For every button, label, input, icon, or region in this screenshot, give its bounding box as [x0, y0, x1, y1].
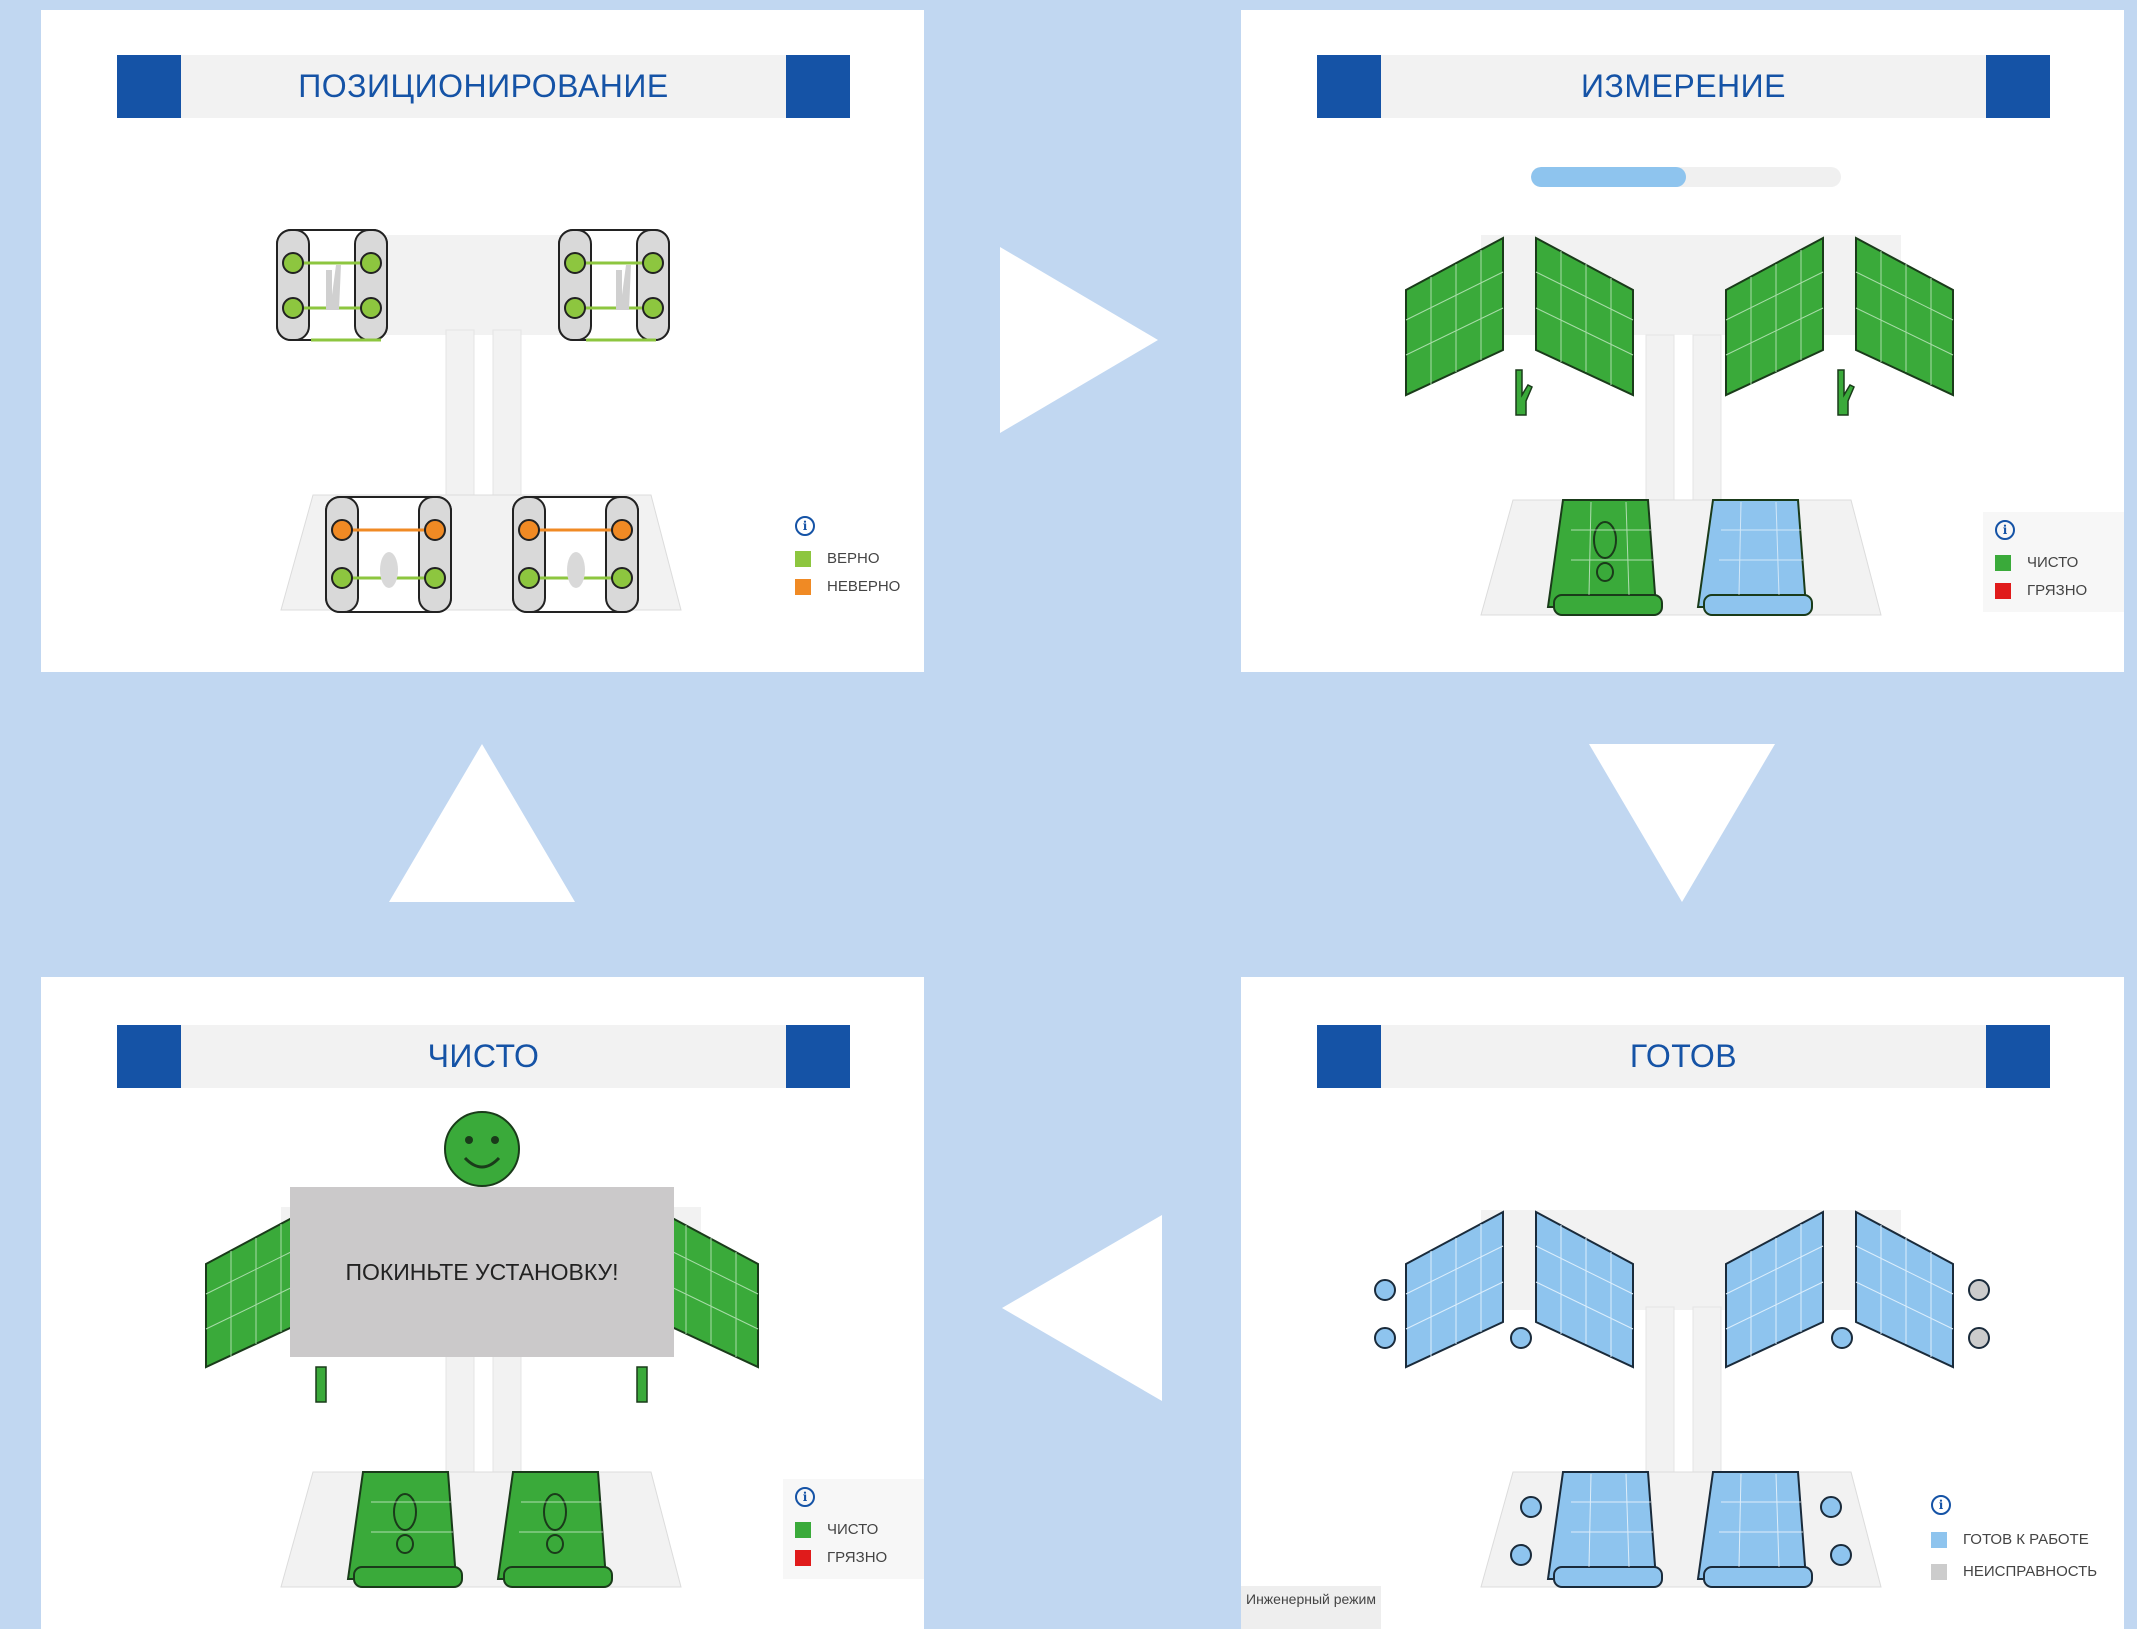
foot-icon	[543, 1493, 567, 1531]
leave-installation-dialog: ПОКИНЬТЕ УСТАНОВКУ!	[290, 1187, 674, 1357]
panel-header: ПОЗИЦИОНИРОВАНИЕ	[117, 55, 850, 118]
foot-sensor-left	[325, 496, 452, 613]
measurement-diagram	[1405, 235, 1954, 616]
foot-icon	[567, 552, 585, 588]
hand-icon	[1515, 369, 1533, 416]
hand-sensor-left	[276, 229, 388, 342]
hand-icon	[616, 265, 631, 310]
info-icon[interactable]: i	[795, 1487, 815, 1507]
panel-header: ИЗМЕРЕНИЕ	[1317, 55, 2050, 118]
arrow-left-icon	[1002, 1215, 1162, 1401]
hand-icon	[326, 265, 341, 310]
hand-sensor-right	[558, 229, 670, 342]
foot-icon	[380, 552, 398, 588]
positioning-diagram	[276, 229, 682, 613]
foot-sensor-right	[512, 496, 639, 613]
clean-panel: ЧИСТО	[41, 977, 924, 1629]
engineering-mode-button[interactable]: Инженерный режим	[1241, 1586, 1381, 1629]
panel-header: ЧИСТО	[117, 1025, 850, 1088]
legend-item: ВЕРНО	[795, 549, 880, 569]
legend-item: ЧИСТО	[795, 1520, 878, 1540]
legend: i ЧИСТО ГРЯЗНО	[1983, 512, 2124, 612]
ready-diagram	[1374, 1210, 1990, 1588]
arrow-up-icon	[389, 744, 575, 902]
panel-title: ПОЗИЦИОНИРОВАНИЕ	[298, 68, 669, 104]
legend-item: ГРЯЗНО	[795, 1548, 887, 1568]
legend-item: ГРЯЗНО	[1995, 581, 2087, 601]
arrow-right-icon	[1000, 247, 1158, 433]
legend-item: ГОТОВ К РАБОТЕ	[1931, 1530, 2089, 1550]
legend-item: НЕВЕРНО	[795, 577, 900, 597]
panel-title: ЧИСТО	[427, 1038, 540, 1074]
ready-panel: ГОТОВ	[1241, 977, 2124, 1629]
legend-item: ЧИСТО	[1995, 553, 2078, 573]
legend: i ВЕРНО НЕВЕРНО	[795, 516, 915, 606]
info-icon[interactable]: i	[1931, 1495, 1951, 1515]
info-icon[interactable]: i	[1995, 520, 2015, 540]
measurement-panel: ИЗМЕРЕНИЕ	[1241, 10, 2124, 672]
info-icon[interactable]: i	[795, 516, 815, 536]
panel-title: ГОТОВ	[1629, 1038, 1738, 1074]
panel-title: ИЗМЕРЕНИЕ	[1581, 68, 1786, 104]
panel-header: ГОТОВ	[1317, 1025, 2050, 1088]
positioning-panel: ПОЗИЦИОНИРОВАНИЕ	[41, 10, 924, 672]
legend-item: НЕИСПРАВНОСТЬ	[1931, 1562, 2097, 1582]
foot-icon	[393, 1493, 417, 1531]
progress-fill	[1531, 167, 1686, 187]
hand-icon	[1837, 369, 1855, 416]
legend: i ЧИСТО ГРЯЗНО	[783, 1479, 924, 1579]
smiley-icon	[444, 1111, 520, 1187]
arrow-down-icon	[1589, 744, 1775, 902]
foot-icon	[1593, 521, 1617, 559]
progress-bar	[1531, 167, 1841, 187]
legend: i ГОТОВ К РАБОТЕ НЕИСПРАВНОСТЬ	[1931, 1495, 2121, 1585]
